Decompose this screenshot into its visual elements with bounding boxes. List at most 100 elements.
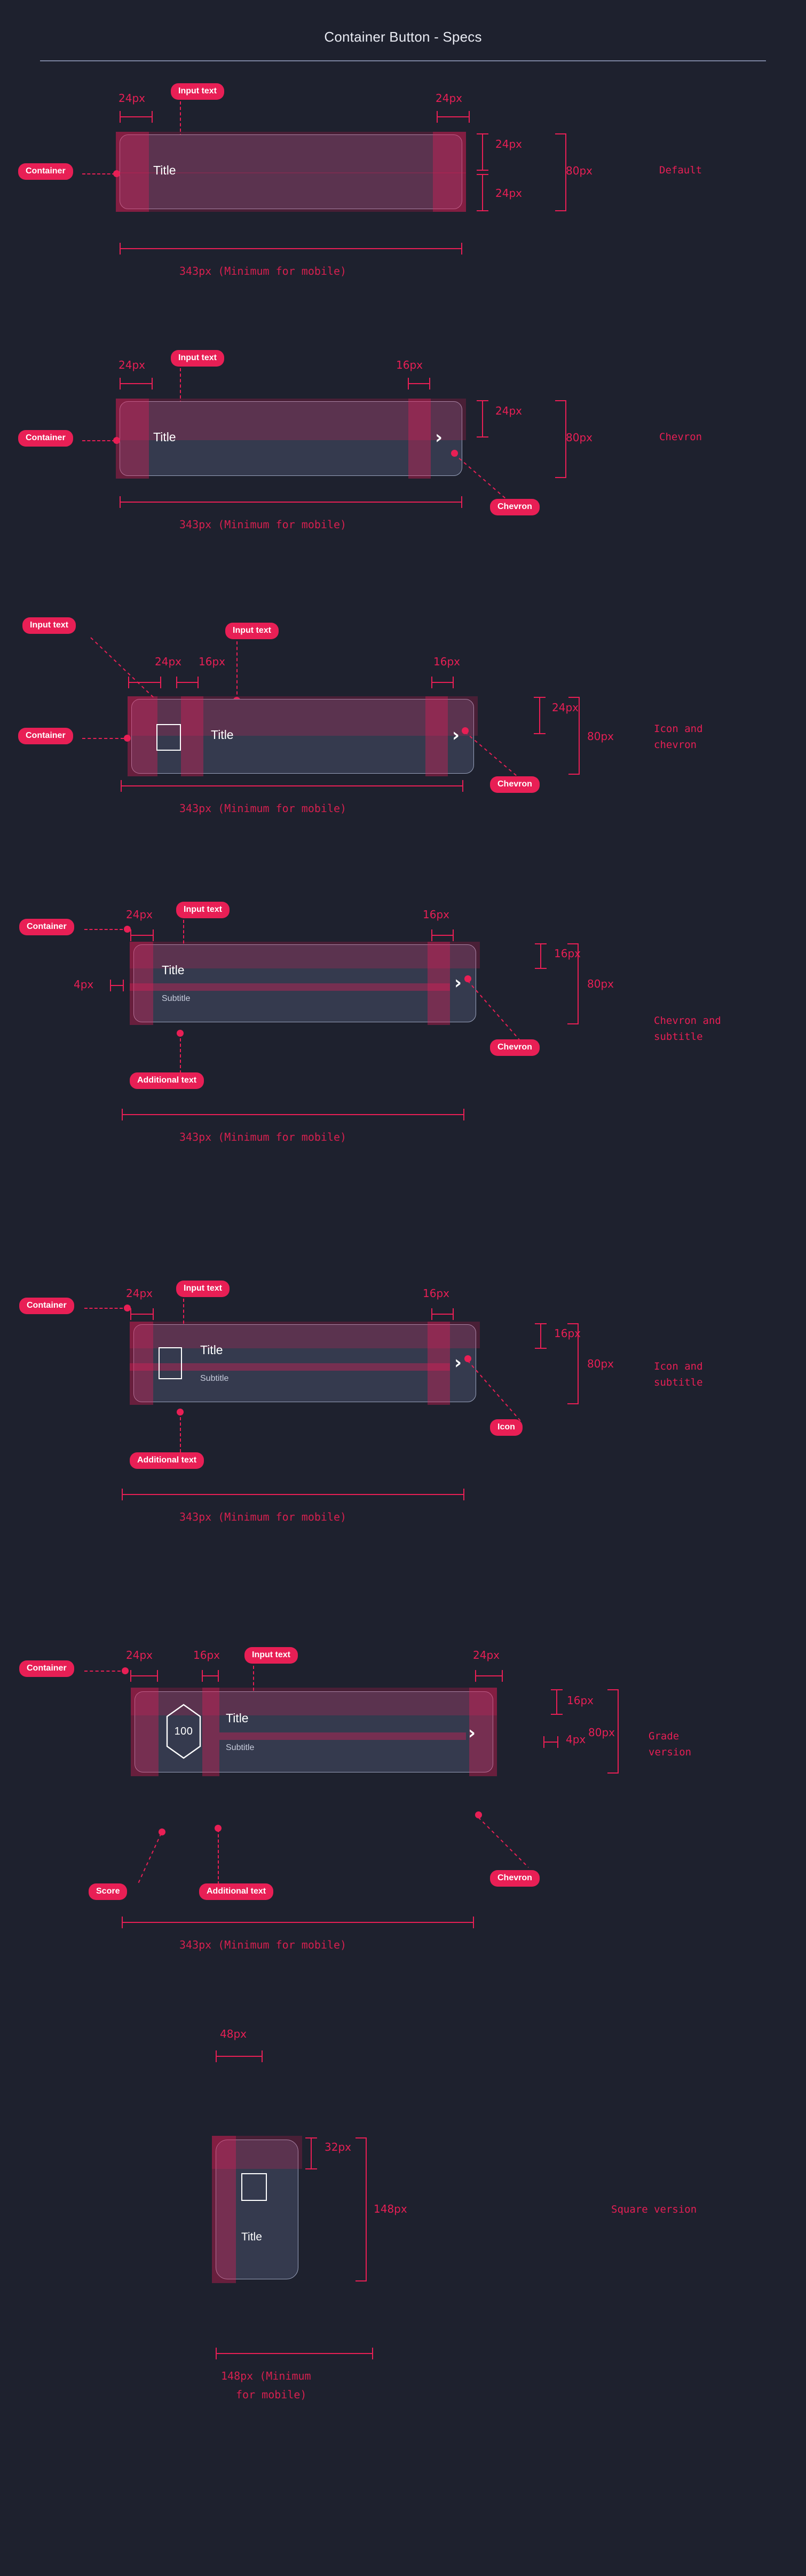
dimension-bar-pad-right	[431, 1308, 454, 1320]
leader-chevron	[464, 732, 521, 780]
overlay-gap-chevron	[425, 696, 448, 776]
card-title: Title	[226, 1711, 249, 1725]
measure-pad-right: 16px	[396, 359, 423, 371]
measure-pad-left: 24px	[126, 1287, 153, 1300]
dimension-bar-height	[568, 697, 580, 775]
measure-height: 80px	[587, 730, 614, 743]
leader-input-text	[180, 101, 181, 164]
block-caption-line1: Chevron and	[654, 1015, 721, 1027]
card-subtitle: Subtitle	[162, 994, 191, 1003]
dimension-bar-pad-left	[216, 2050, 263, 2062]
leader-dot-chevron	[451, 450, 458, 457]
dimension-bar-pad-right	[431, 929, 454, 941]
grade-score-value: 100	[174, 1725, 193, 1737]
dimension-bar-gap-icon	[202, 1670, 219, 1682]
dimension-bar-width	[120, 243, 462, 255]
container-button-chevron[interactable]: Title ›	[116, 399, 466, 479]
dimension-bar-height	[355, 2137, 367, 2281]
page-title: Container Button - Specs	[324, 29, 482, 45]
overlay-pad-top	[130, 1322, 480, 1348]
dimension-bar-pad-right	[437, 111, 470, 123]
measure-pad-left: 24px	[126, 908, 153, 921]
dimension-bar-height	[555, 400, 566, 478]
pill-chevron: Chevron	[490, 776, 540, 793]
measure-gap-icon: 16px	[199, 655, 225, 668]
dimension-bar-pad-left	[128, 677, 161, 688]
overlay-gap-title-subtitle	[130, 983, 450, 991]
overlay-pad-left	[212, 2136, 236, 2283]
pill-container: Container	[18, 430, 73, 447]
dimension-bar-pad-left	[130, 1670, 158, 1682]
container-button-chevron-subtitle[interactable]: Title Subtitle ›	[130, 942, 480, 1025]
leader-input-text-title	[236, 641, 238, 700]
measure-height: 80px	[587, 1357, 614, 1370]
measure-pad-left: 24px	[155, 655, 181, 668]
measure-pad-top: 24px	[495, 404, 522, 417]
measure-pad-left: 24px	[126, 1649, 153, 1661]
measure-pad-top: 16px	[554, 947, 581, 960]
header-divider	[40, 60, 766, 61]
overlay-pad-bottom	[116, 172, 466, 212]
measure-gap-title-subtitle: 4px	[566, 1733, 586, 1746]
leader-container	[84, 1671, 121, 1672]
measure-height: 80px	[566, 431, 592, 444]
measure-pad-top: 24px	[552, 701, 579, 714]
dimension-bar-pad-right	[475, 1670, 503, 1682]
container-button-icon-subtitle[interactable]: Title Subtitle ›	[130, 1322, 480, 1405]
measure-height: 148px	[374, 2203, 407, 2215]
pill-additional-text: Additional text	[130, 1072, 204, 1090]
measure-pad-right: 24px	[473, 1649, 500, 1661]
measure-pad-left: 48px	[220, 2028, 247, 2040]
dimension-bar-width	[120, 496, 462, 508]
dimension-bar-gap-icon	[176, 677, 199, 688]
dimension-bar-width	[122, 1109, 464, 1120]
card-title: Title	[153, 163, 176, 177]
dimension-bar-gap-title-subtitle	[543, 1736, 558, 1748]
pill-input-text: Input text	[244, 1647, 298, 1664]
pill-input-text: Input text	[176, 902, 230, 919]
chevron-right-icon: ›	[435, 427, 443, 448]
block-caption-line2: subtitle	[654, 1031, 703, 1043]
card-title: Title	[162, 963, 185, 977]
leader-score	[137, 1833, 162, 1885]
overlay-gap-chevron	[428, 1322, 450, 1405]
chevron-right-icon: ›	[468, 1722, 476, 1744]
pill-input-text: Input text	[171, 350, 224, 367]
container-button-square[interactable]: Title	[212, 2136, 302, 2283]
placeholder-icon	[241, 2173, 267, 2201]
container-button-icon-chevron[interactable]: Title ›	[128, 696, 478, 776]
dimension-bar-pad-left	[130, 929, 154, 941]
container-button-default[interactable]: Title	[116, 132, 466, 212]
pill-score: Score	[89, 1883, 128, 1901]
leader-input-text	[180, 368, 181, 431]
leader-chevron	[478, 1817, 529, 1868]
measure-width: 343px (Minimum for mobile)	[179, 1131, 347, 1143]
measure-height: 80px	[566, 164, 592, 177]
container-button-grade[interactable]: 100 Title Subtitle ›	[131, 1688, 497, 1776]
dimension-bar-pad-left	[130, 1308, 154, 1320]
block-caption-square: Square version	[611, 2204, 697, 2215]
grade-hexagon-icon: 100	[166, 1704, 201, 1759]
dimension-bar-width	[122, 1489, 464, 1500]
card-title: Title	[211, 728, 234, 742]
dimension-bar-pad-top	[477, 133, 488, 171]
measure-pad-top: 16px	[567, 1694, 594, 1707]
block-caption-line1: Icon and	[654, 1361, 703, 1372]
pill-chevron: Chevron	[490, 1039, 540, 1056]
measure-pad-left: 24px	[118, 359, 145, 371]
pill-container: Container	[18, 728, 73, 745]
measure-width: 343px (Minimum for mobile)	[179, 1938, 347, 1951]
pill-icon: Icon	[490, 1419, 523, 1436]
overlay-gap-title-subtitle	[219, 1732, 466, 1740]
measure-pad-right: 16px	[433, 655, 460, 668]
leader-additional-text	[180, 1412, 181, 1452]
overlay-pad-right	[433, 132, 466, 212]
leader-dot-chevron	[462, 727, 469, 734]
dimension-bar-pad-top	[551, 1689, 563, 1715]
chevron-right-icon: ›	[452, 725, 460, 746]
leader-additional-text	[218, 1829, 219, 1885]
overlay-gap-chevron	[408, 399, 431, 479]
measure-pad-right: 16px	[423, 1287, 449, 1300]
dimension-bar-height	[607, 1689, 619, 1774]
